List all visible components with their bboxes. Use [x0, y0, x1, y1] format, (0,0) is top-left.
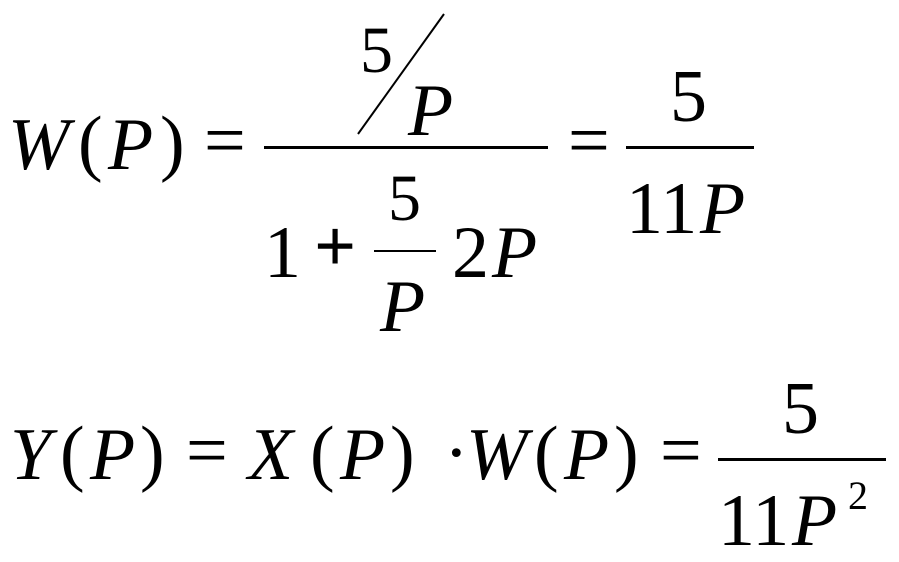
y-function: Y — [10, 414, 52, 496]
numerator-p: P — [408, 70, 454, 152]
w-open-paren: ( — [534, 412, 559, 494]
result-fraction-bar — [626, 146, 754, 149]
denominator-inner-five: 5 — [388, 162, 421, 235]
final-numerator-five: 5 — [782, 368, 819, 450]
denominator-two: 2 — [452, 212, 489, 294]
w-var-p: P — [564, 414, 610, 496]
denominator-one: 1 — [264, 212, 301, 294]
y-close-paren: ) — [140, 412, 165, 494]
y-open-paren: ( — [60, 412, 85, 494]
denominator-plus: + — [314, 206, 357, 288]
final-denominator-eleven: 11 — [718, 480, 790, 562]
result-denominator-eleven: 11 — [626, 168, 698, 250]
lhs-function-w: W — [8, 104, 70, 186]
final-denominator-p: P — [792, 480, 838, 562]
final-fraction-bar — [718, 458, 886, 461]
result-denominator-p: P — [700, 168, 746, 250]
x-function: X — [248, 414, 294, 496]
lhs-close-paren: ) — [160, 102, 185, 184]
lhs-var-p: P — [108, 104, 154, 186]
numerator-slash — [357, 13, 445, 135]
final-exponent-two: 2 — [848, 473, 868, 518]
y-var-p: P — [90, 414, 136, 496]
denominator-inner-p: P — [380, 266, 426, 348]
equals-sign-4: = — [660, 410, 702, 492]
result-numerator-five: 5 — [670, 56, 707, 138]
x-close-paren: ) — [390, 412, 415, 494]
inner-fraction-bar — [374, 250, 436, 252]
main-fraction-bar — [264, 146, 548, 149]
w-close-paren: ) — [614, 412, 639, 494]
lhs-open-paren: ( — [78, 102, 103, 184]
w-function: W — [466, 414, 528, 496]
denominator-p: P — [492, 212, 538, 294]
x-open-paren: ( — [310, 412, 335, 494]
multiplication-dot: · — [444, 412, 469, 494]
equals-sign-2: = — [568, 100, 610, 182]
equals-sign-1: = — [204, 100, 246, 182]
numerator-five: 5 — [360, 14, 393, 87]
x-var-p: P — [340, 414, 386, 496]
equals-sign-3: = — [186, 410, 228, 492]
